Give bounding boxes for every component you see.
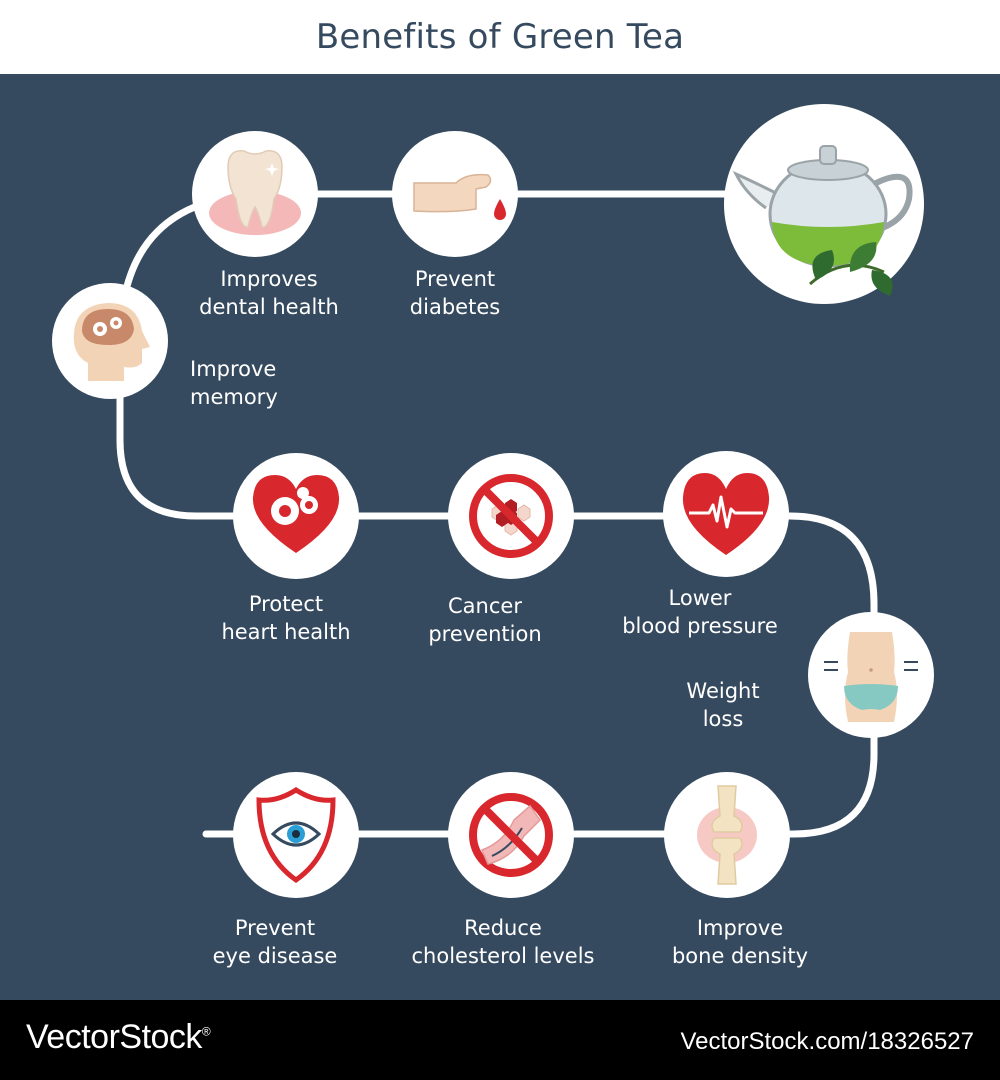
label-heart-health: Protect heart health bbox=[221, 592, 351, 644]
bone-density-node bbox=[664, 772, 790, 898]
label-blood-pressure: Lower blood pressure bbox=[622, 586, 778, 638]
finger-blood-drop-icon bbox=[413, 173, 506, 220]
teapot-node bbox=[724, 104, 924, 304]
label-cancer-prevention: Cancer prevention bbox=[428, 594, 542, 646]
label-diabetes: Prevent diabetes bbox=[409, 267, 501, 319]
heart-pulse-icon bbox=[682, 473, 770, 555]
diabetes-node bbox=[392, 131, 518, 257]
teapot-icon bbox=[732, 145, 913, 296]
blood-pressure-node bbox=[663, 451, 789, 577]
cholesterol-node bbox=[448, 772, 574, 898]
dental-node bbox=[192, 131, 318, 257]
memory-node bbox=[52, 283, 168, 399]
infographic-panel: Improves dental health Prevent diabetes … bbox=[0, 74, 1000, 1000]
image-id-text: VectorStock.com/18326527 bbox=[680, 1028, 974, 1055]
tooth-icon bbox=[209, 150, 301, 235]
watermark-footer: VectorStock® VectorStock.com/18326527 bbox=[0, 1000, 1000, 1080]
knee-joint-icon bbox=[697, 785, 757, 885]
connector-path bbox=[116, 190, 878, 838]
label-eye-disease: Prevent eye disease bbox=[212, 916, 338, 968]
label-weight-loss: Weight loss bbox=[686, 679, 760, 731]
label-cholesterol: Reduce cholesterol levels bbox=[411, 916, 595, 968]
label-bone-density: Improve bone density bbox=[671, 916, 809, 968]
waist-icon bbox=[824, 632, 918, 722]
brain-head-icon bbox=[73, 303, 150, 381]
heart-gears-icon bbox=[252, 475, 340, 553]
weight-loss-node bbox=[808, 612, 934, 738]
cancer-node bbox=[448, 453, 574, 579]
label-memory: Improve memory bbox=[190, 357, 278, 409]
no-cancer-cells-icon bbox=[469, 474, 553, 558]
vectorstock-logo: VectorStock® bbox=[26, 1018, 211, 1056]
label-dental-health: Improves dental health bbox=[199, 267, 339, 319]
heart-health-node bbox=[233, 453, 359, 579]
eye-shield-icon bbox=[256, 787, 336, 884]
page-title: Benefits of Green Tea bbox=[315, 17, 685, 57]
no-cholesterol-artery-icon bbox=[469, 793, 553, 877]
eye-disease-node bbox=[233, 772, 359, 898]
